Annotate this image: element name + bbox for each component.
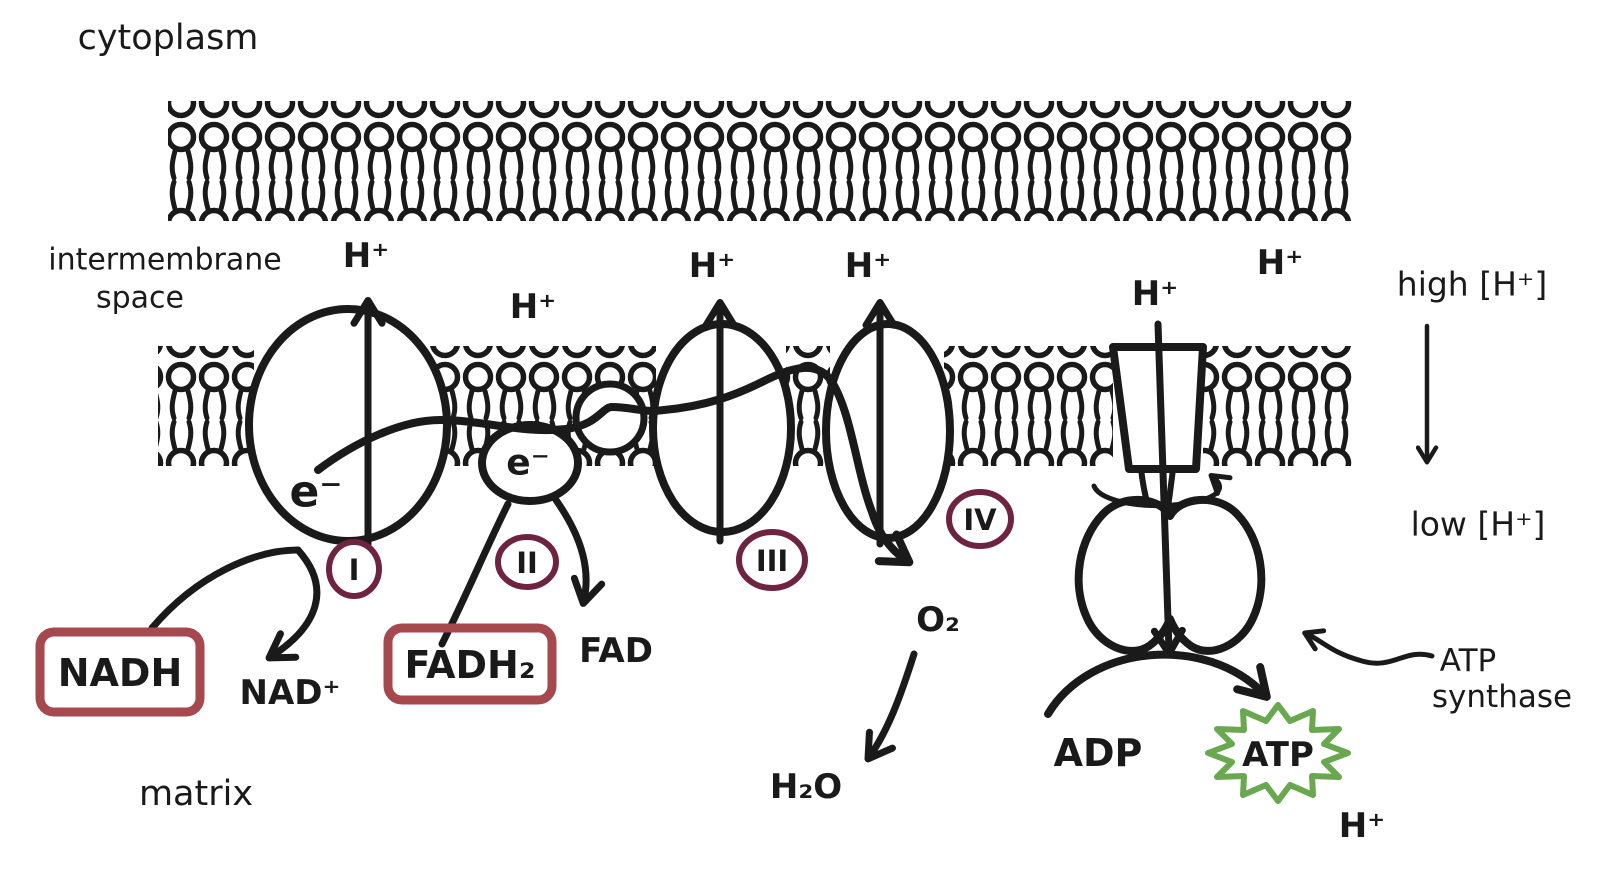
adp-label: ADP [1054,731,1143,775]
proton-label: H⁺ [1339,806,1385,846]
complex-1-numeral: I [349,553,360,587]
electron-path-arrow [314,364,914,567]
cytoplasm-label: cytoplasm [78,18,259,58]
high-proton-concentration-label: high [H⁺] [1397,265,1547,304]
nad-plus-label: NAD⁺ [240,673,341,713]
proton-label: H⁺ [1132,274,1178,314]
intermembrane-space-label-line1: intermembrane [48,243,282,278]
atp-starburst [1205,702,1351,804]
atp-synthase-pointer-arrow [1302,628,1435,666]
proton-label: H⁺ [845,246,891,286]
water-label: H₂O [770,767,842,807]
complex2-to-fad-arrow [552,496,606,607]
electron-label-complex1: e⁻ [289,467,342,518]
fadh2-box [383,623,557,705]
nadh-to-complex1-line [148,546,302,632]
adp-to-atp-arrow [1044,650,1271,718]
atp-synthase-label-line1: ATP [1440,643,1496,679]
low-proton-concentration-label: low [H⁺] [1411,505,1546,544]
nadh-label: NADH [58,651,183,695]
complex-4-body [822,320,954,542]
complex-2-numeral: II [516,546,538,580]
fad-label: FAD [579,631,653,671]
atp-label: ATP [1242,735,1314,775]
complex-numerals: I II III IV [326,489,1014,599]
fadh2-label: FADH₂ [405,643,536,687]
proton-label: H⁺ [510,287,556,327]
ubiquinone-circle [572,380,648,456]
oxygen-to-water-arrow [864,650,918,763]
matrix-label: matrix [139,774,253,814]
oxygen-label: O₂ [916,600,960,640]
outer-membrane [168,101,1352,221]
proton-label: H⁺ [1257,243,1303,283]
intermembrane-space-label-line2: space [96,281,184,316]
complex1-to-nad-arrow [265,546,321,662]
inner-membrane-segment [1203,346,1352,466]
proton-labels: H⁺ H⁺ H⁺ H⁺ H⁺ H⁺ H⁺ [343,236,1385,846]
complex-2-body [478,421,582,505]
complex-3-badge [736,529,808,591]
inner-membrane-segment [158,346,254,466]
proton-label: H⁺ [343,236,389,276]
complex-1-badge [326,539,382,599]
nadh-box [35,627,205,717]
complex-3-numeral: III [756,544,788,578]
complex-4-badge [946,489,1014,549]
electron-label-complex2: e⁻ [506,443,549,484]
atp-synthase-label-line2: synthase [1432,679,1572,715]
complex-4-numeral: IV [963,503,997,537]
complex-2-badge [495,534,559,590]
rotation-arrow [1091,472,1233,509]
proton-flow-arrow-atp-synthase [1150,320,1186,657]
inner-membrane-segment [944,346,1113,466]
proton-label: H⁺ [689,246,735,286]
